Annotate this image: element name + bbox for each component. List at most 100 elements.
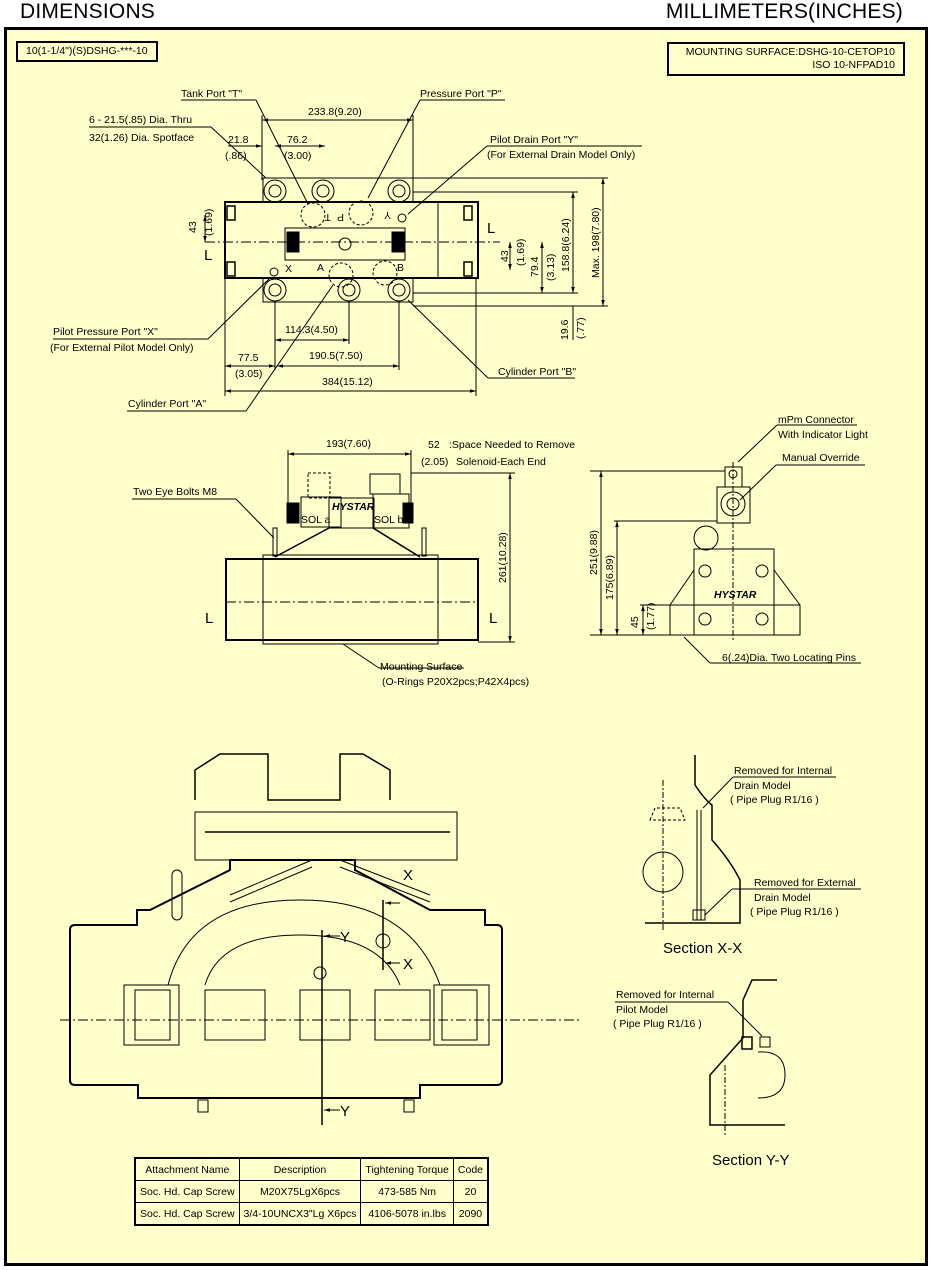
space-needed-note: Solenoid-Each End	[456, 456, 546, 468]
mounting-surface-line2: ISO 10-NFPAD10	[812, 59, 895, 71]
cell-code: 2090	[452, 1202, 489, 1226]
front-view-body	[225, 558, 479, 641]
mounting-holes-label: 6 - 21.5(.85) Dia. Thru	[89, 114, 192, 126]
section-xx-view: Removed for Internal Drain Model ( Pipe …	[642, 755, 861, 957]
connector-label: mPm Connector	[778, 414, 854, 426]
attachment-table: Attachment Name Description Tightening T…	[134, 1157, 490, 1226]
top-view: L L P T Y X A B 233.8(9.20) 21.8 (.86) 7…	[50, 88, 642, 412]
port-a-label: A	[317, 262, 324, 274]
pilot-pressure-port-note: (For External Pilot Model Only)	[50, 342, 194, 354]
dim-190-5: 190.5(7.50)	[309, 350, 363, 362]
dim-79-4-inch: (3.13)	[545, 254, 557, 281]
dim-43-right: 43	[499, 250, 511, 262]
dim-19-6-inch: (.77)	[575, 317, 587, 339]
solenoid-a	[300, 496, 342, 528]
dim-114-3: 114.3(4.50)	[285, 324, 338, 336]
dim-261: 261(10.28)	[497, 532, 509, 583]
side-view: HYSTAR 251(9.88) 175(6.89) 45 (1.77) mPm…	[588, 414, 868, 664]
dim-45-inch: (1.77)	[645, 603, 657, 630]
section-view: Y Y X X	[60, 753, 580, 1125]
section-y-top-label: Y	[340, 929, 350, 946]
manual-override-label: Manual Override	[782, 452, 860, 464]
pilot-drain-port-note: (For External Drain Model Only)	[487, 149, 635, 161]
section-yy-view: Removed for Internal Pilot Model ( Pipe …	[613, 979, 790, 1169]
xx-note1-line1: Removed for Internal	[734, 765, 832, 777]
sol-a-label: SOL a	[301, 514, 331, 526]
dim-43-left: 43	[187, 221, 199, 233]
locating-pins-label: 6(.24)Dia. Two Locating Pins	[722, 652, 856, 664]
dim-21-8-inch: (.86)	[225, 150, 247, 162]
xx-note2-line2: Drain Model	[754, 892, 811, 904]
pilot-drain-port-label: Pilot Drain Port "Y"	[490, 134, 578, 146]
top-view-upper-flange	[262, 177, 414, 203]
mounting-surface-label: Mounting Surface	[380, 661, 462, 673]
eye-bolts-label: Two Eye Bolts M8	[133, 486, 217, 498]
pressure-port-label: Pressure Port "P"	[420, 88, 502, 100]
section-xx-title: Section X-X	[663, 940, 742, 957]
yy-note-line1: Removed for Internal	[616, 989, 714, 1001]
dim-max-198: Max. 198(7.80)	[590, 207, 602, 278]
dim-77-5: 77.5	[238, 352, 259, 364]
side-brand-plate: HYSTAR	[714, 589, 757, 601]
mounting-surface-box: MOUNTING SURFACE:DSHG-10-CETOP10 ISO 10-…	[667, 42, 905, 76]
page-title: DIMENSIONS	[20, 0, 156, 23]
dim-76-2: 76.2	[287, 134, 308, 146]
section-yy-title: Section Y-Y	[712, 1152, 790, 1169]
section-x-top-label: X	[403, 867, 413, 884]
main-body-outline	[69, 859, 503, 1099]
header-code: Code	[452, 1157, 489, 1181]
cell-code: 20	[452, 1180, 489, 1203]
port-holes	[263, 179, 411, 302]
yy-note-line3: ( Pipe Plug R1/16 )	[613, 1018, 702, 1030]
side-view-body	[693, 548, 775, 636]
indicator-light-label: With Indicator Light	[778, 429, 868, 441]
model-code-box: 10(1-1/4")(S)DSHG-***-10	[16, 41, 158, 62]
top-view-body	[224, 201, 479, 279]
dim-45: 45	[629, 616, 641, 628]
mounting-surface-line1: MOUNTING SURFACE:DSHG-10-CETOP10	[685, 46, 895, 58]
dim-52: 52	[428, 439, 440, 451]
dim-77-5-inch: (3.05)	[235, 368, 262, 380]
header-attachment-name: Attachment Name	[134, 1157, 240, 1181]
spotface-label: 32(1.26) Dia. Spotface	[89, 132, 194, 144]
table-header-row: Attachment Name Description Tightening T…	[134, 1157, 489, 1181]
port-t-label: T	[324, 211, 331, 223]
xx-note1-line2: Drain Model	[734, 780, 791, 792]
dim-21-8: 21.8	[228, 134, 249, 146]
top-view-lower-flange	[262, 277, 414, 303]
side-l-label-left: L	[204, 247, 212, 264]
dim-251: 251(9.88)	[588, 530, 600, 575]
valve-center	[328, 497, 375, 529]
table-row: Soc. Hd. Cap Screw 3/4-10UNCX3"Lg X6pcs …	[134, 1202, 489, 1226]
front-side-l-right: L	[489, 610, 497, 627]
port-x-label: X	[285, 263, 292, 275]
cell-tightening-torque: 4106-5078 in.lbs	[360, 1202, 454, 1226]
port-p-label: P	[337, 211, 344, 223]
dim-43-left-inch: (1.69)	[203, 209, 215, 236]
pilot-pressure-port-label: Pilot Pressure Port "X"	[53, 326, 158, 338]
pilot-valve-section	[194, 811, 458, 861]
section-y-bottom-label: Y	[340, 1103, 350, 1120]
tank-port-label: Tank Port "T"	[181, 88, 242, 100]
dim-233: 233.8(9.20)	[308, 106, 362, 118]
header-description: Description	[238, 1157, 362, 1181]
dim-175: 175(6.89)	[604, 555, 616, 600]
dim-43-right-inch: (1.69)	[515, 239, 527, 266]
dim-79-4: 79.4	[529, 256, 541, 277]
xx-note2-line3: ( Pipe Plug R1/16 )	[750, 906, 839, 918]
space-needed-label: :Space Needed to Remove	[449, 439, 575, 451]
side-view-base	[669, 604, 801, 636]
front-view: HYSTAR SOL a SOL b L L 193(7.60) 52 (2.0…	[132, 438, 575, 688]
dim-158-8: 158.8(6.24)	[560, 218, 572, 272]
drawing-frame	[4, 27, 928, 1266]
table-row: Soc. Hd. Cap Screw M20X75LgX6pcs 473-585…	[134, 1180, 489, 1203]
front-side-l-left: L	[205, 610, 213, 627]
dim-384: 384(15.12)	[322, 376, 373, 388]
dim-193: 193(7.60)	[326, 438, 371, 450]
cell-tightening-torque: 473-585 Nm	[360, 1180, 454, 1203]
dim-52-inch: (2.05)	[421, 456, 448, 468]
header-tightening-torque: Tightening Torque	[360, 1157, 454, 1181]
xx-note2-line1: Removed for External	[754, 877, 856, 889]
spool-chamber-upper	[167, 899, 441, 986]
